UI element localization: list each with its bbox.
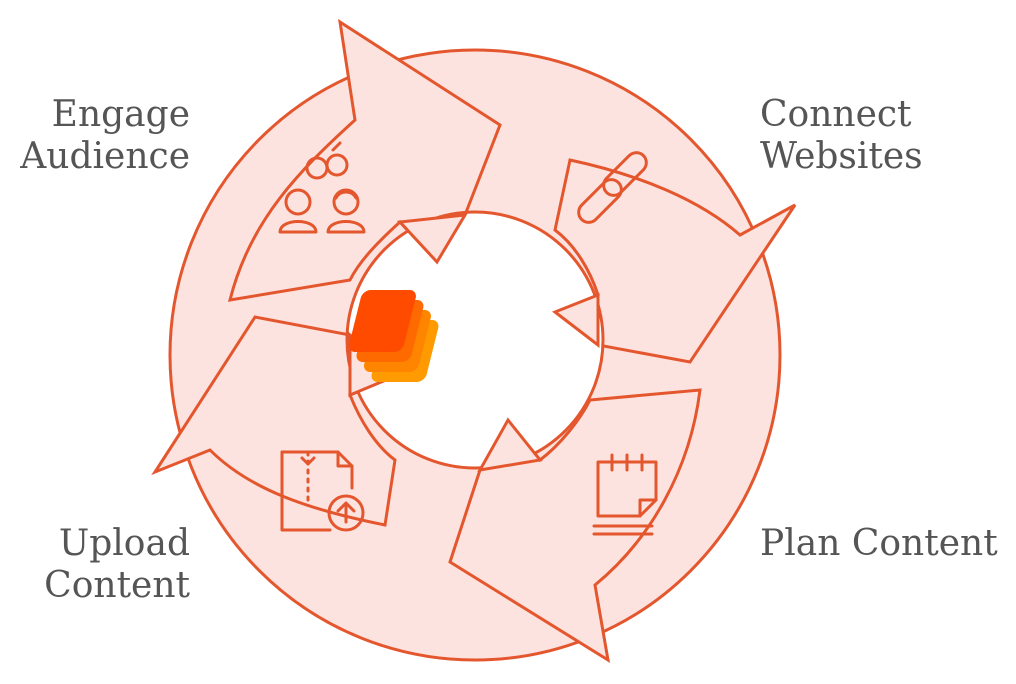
link-icon [577,151,648,224]
audience-icon [278,141,366,234]
upload-file-icon [280,450,365,532]
arrow-right [551,158,797,364]
step-label-line: Upload [58,523,190,564]
step-label-line: Engage [51,94,190,135]
step-label-engage-audience: Engage Audience [20,94,190,178]
step-label-line: Plan Content [760,523,998,564]
arrow-top-tip [396,213,468,265]
step-label-connect-websites: Connect Websites [760,94,1000,178]
step-label-line: Content [44,565,190,606]
arrow-bottom-tip [477,417,543,472]
layers-logo-icon [348,290,439,382]
notepad-icon [592,453,658,536]
step-label-line: Audience [20,136,190,177]
step-label-plan-content: Plan Content [760,523,1010,565]
step-label-line: Websites [760,136,923,177]
arrow-left [151,315,401,527]
step-label-upload-content: Upload Content [20,523,190,607]
step-label-line: Connect [760,94,912,135]
arrow-right-tip [551,292,600,349]
center-hub [345,210,605,470]
